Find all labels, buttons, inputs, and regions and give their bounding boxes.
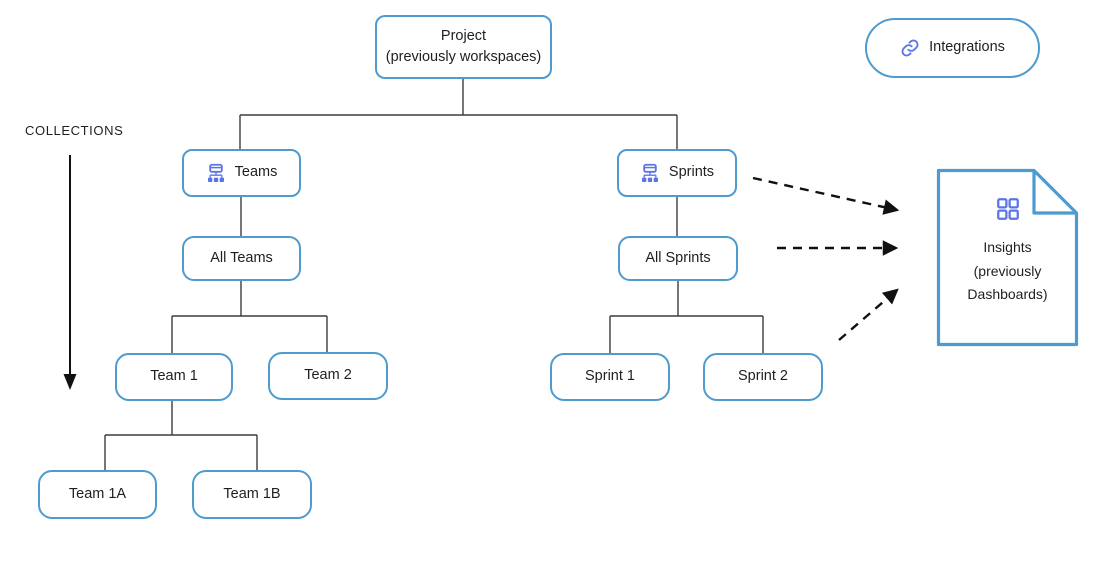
node-team-1: Team 1	[115, 353, 233, 401]
collections-arrow	[63, 155, 77, 390]
sprint-2-label: Sprint 2	[738, 368, 788, 385]
all-sprints-label: All Sprints	[645, 249, 711, 266]
grid-icon	[995, 196, 1021, 227]
team-2-label: Team 2	[304, 367, 352, 384]
node-teams: Teams	[182, 149, 301, 197]
node-team-2: Team 2	[268, 352, 388, 400]
all-teams-label: All Teams	[210, 249, 273, 266]
node-sprints: Sprints	[617, 149, 737, 197]
project-line-2: (previously workspaces)	[385, 49, 542, 65]
document-shape	[936, 168, 1079, 347]
dashed-arrow-sprint2-to-insights	[838, 288, 899, 341]
integrations-label: Integrations	[929, 39, 1005, 56]
node-insights: Insights (previously Dashboards)	[936, 168, 1079, 347]
team-1a-label: Team 1A	[68, 485, 127, 502]
node-team-1a: Team 1A	[38, 470, 157, 519]
collections-label: COLLECTIONS	[25, 123, 124, 138]
insights-line-2: (previously	[973, 262, 1042, 279]
node-sprint-1: Sprint 1	[550, 353, 670, 401]
sitemap-icon	[640, 163, 660, 184]
team-1b-label: Team 1B	[223, 485, 281, 502]
node-project: Project (previously workspaces)	[375, 15, 552, 79]
node-team-1b: Team 1B	[192, 470, 312, 519]
insights-line-3: Dashboards)	[967, 286, 1048, 303]
node-integrations: Integrations	[865, 18, 1040, 78]
node-all-teams: All Teams	[182, 236, 301, 281]
sprint-1-label: Sprint 1	[585, 368, 635, 385]
node-all-sprints: All Sprints	[618, 236, 738, 281]
link-icon	[900, 38, 920, 58]
tree-connectors	[104, 79, 764, 470]
insights-line-1: Insights	[983, 239, 1032, 255]
sitemap-icon	[206, 163, 226, 184]
team-1-label: Team 1	[150, 368, 198, 385]
node-sprint-2: Sprint 2	[703, 353, 823, 401]
teams-label: Teams	[234, 164, 278, 181]
project-line-1: Project	[440, 27, 487, 44]
sprints-label: Sprints	[668, 164, 715, 181]
dashed-arrow-sprints-to-insights	[752, 176, 900, 215]
